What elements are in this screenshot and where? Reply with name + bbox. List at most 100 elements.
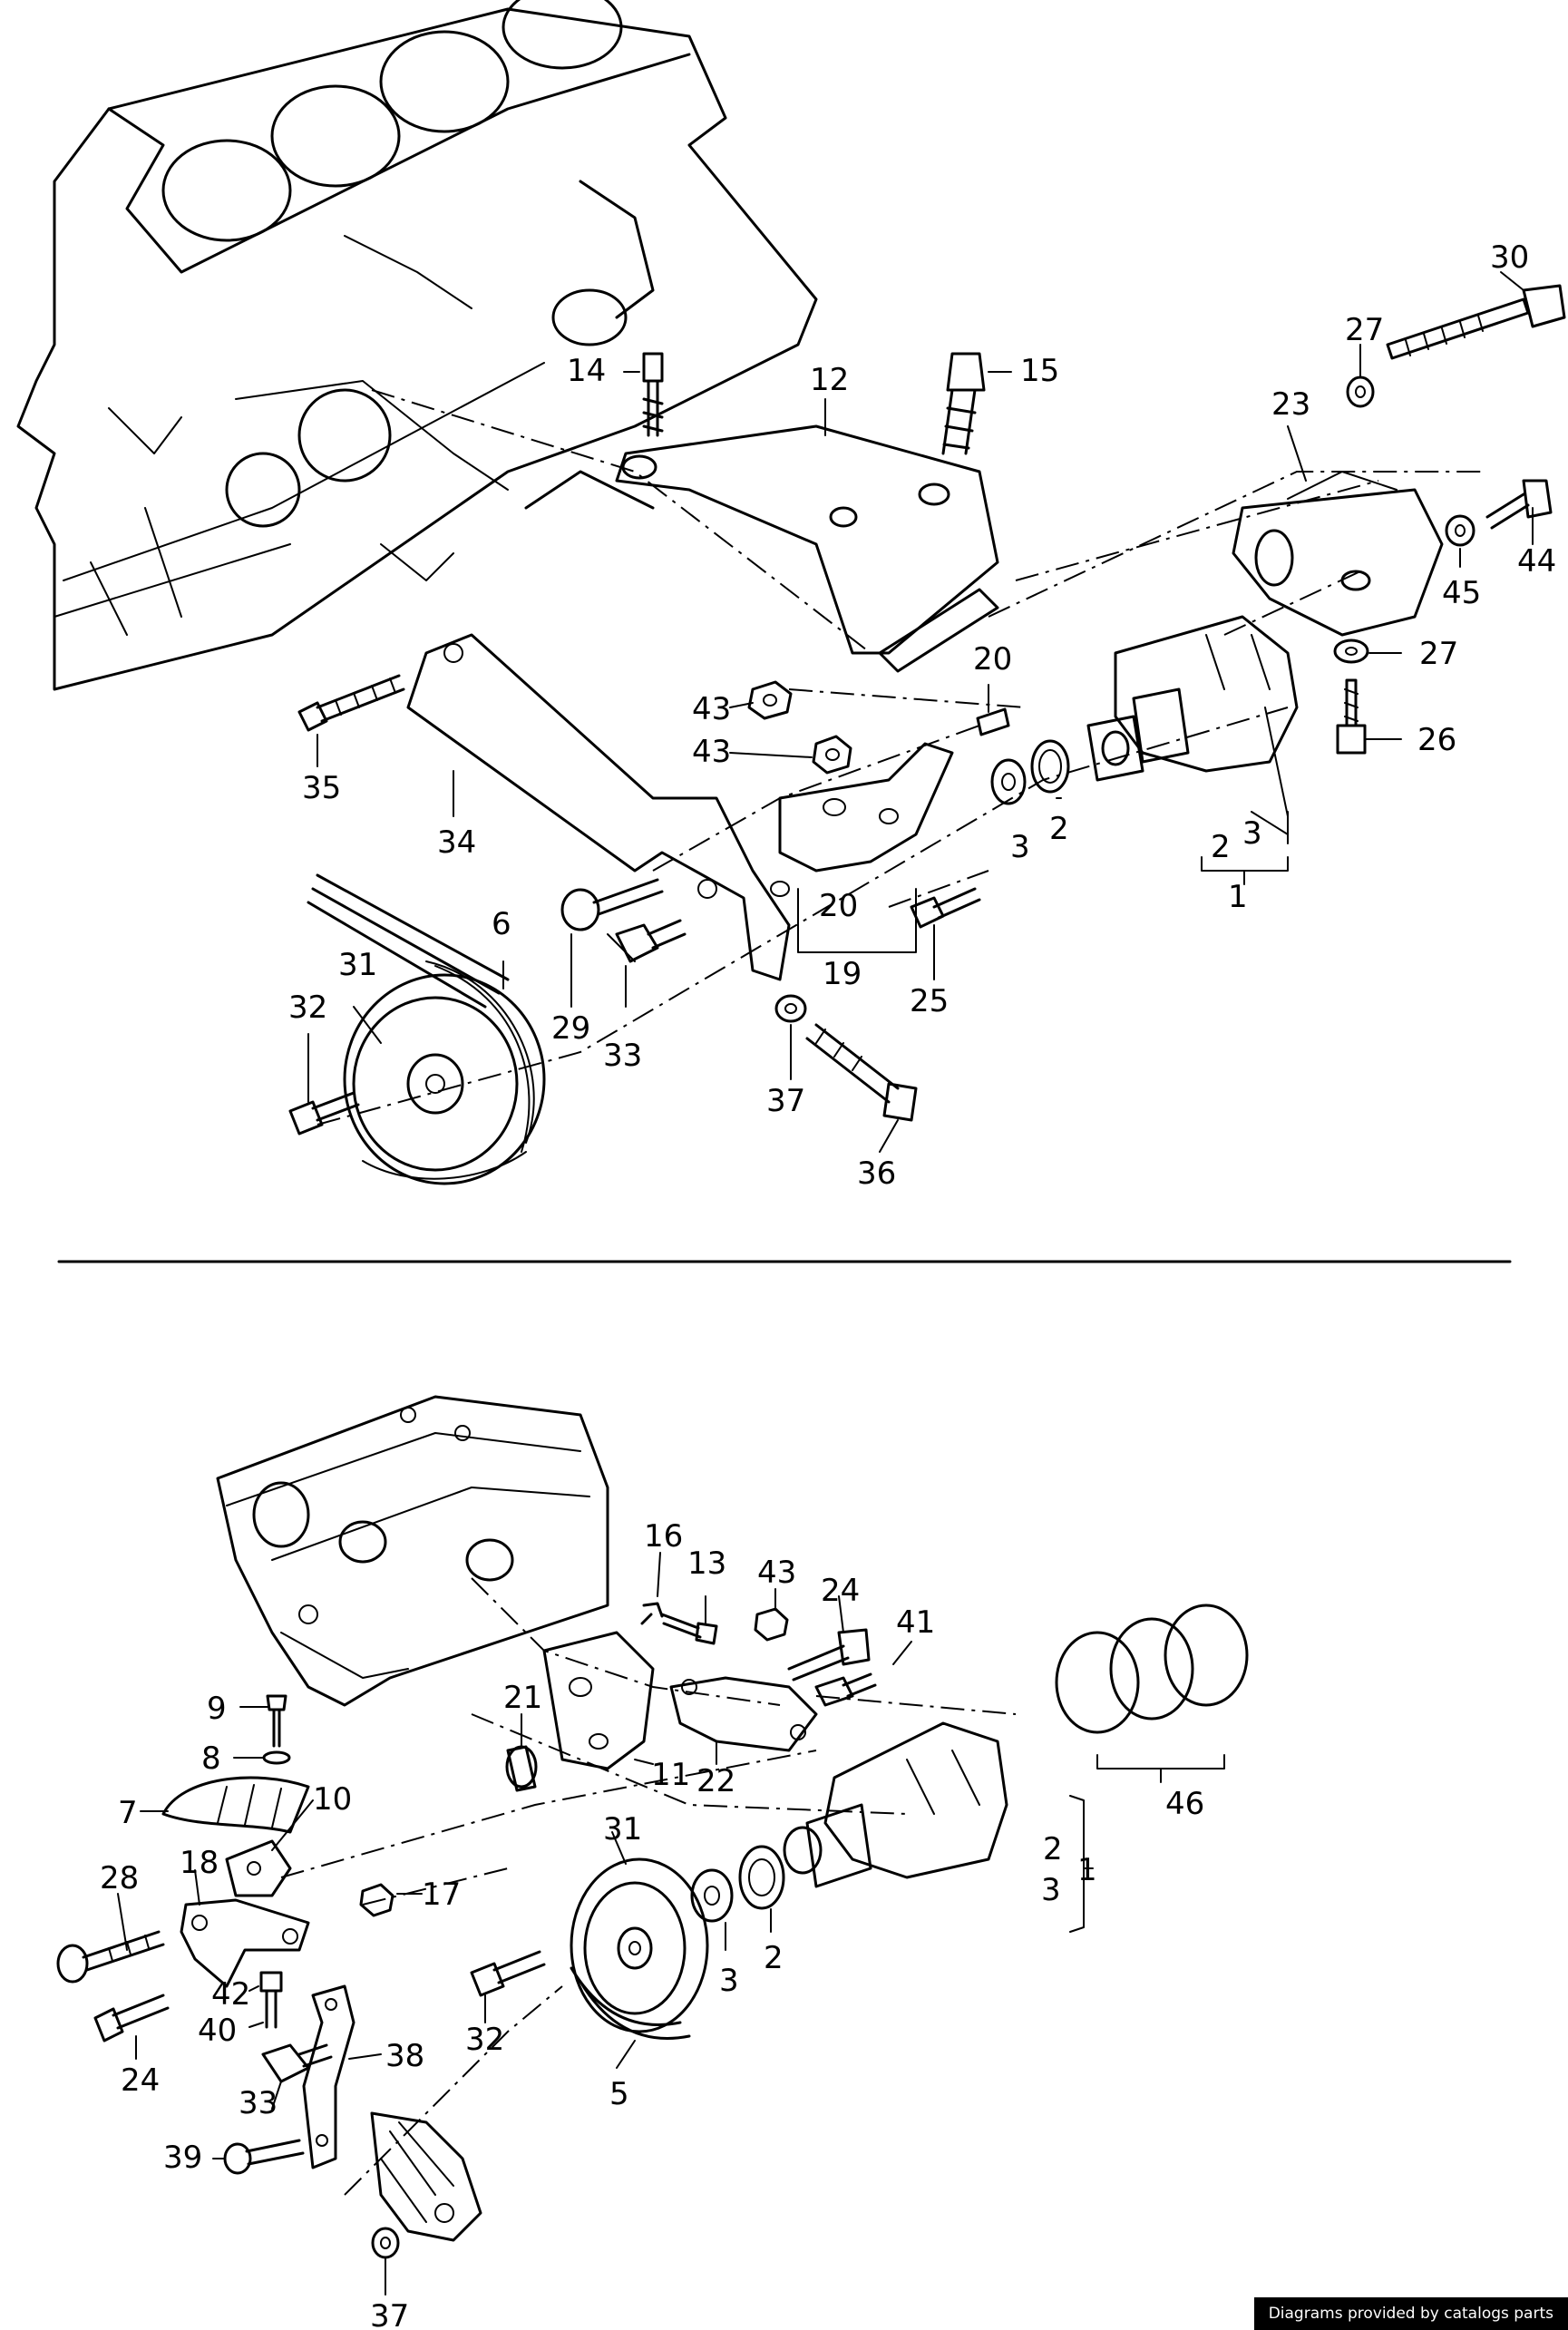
bottom-leaders [117, 1552, 912, 2296]
label-3-bottom: 3 [719, 1963, 739, 1999]
bottom-cylinder-head [216, 1395, 609, 1707]
nut-43-bottom [754, 1607, 789, 1642]
top-leaders [307, 271, 1534, 1153]
water-pump [370, 2111, 482, 2242]
label-2-bottom: 2 [764, 1940, 784, 1976]
bearing-3-top [990, 758, 1027, 805]
label-19: 19 [823, 956, 862, 992]
bolt-32-bottom [470, 1950, 546, 1997]
bracket-18 [180, 1898, 310, 1988]
label-24-lower: 24 [121, 2062, 160, 2099]
label-2-bracket: 2 [1211, 829, 1231, 865]
label-20-upper: 20 [973, 641, 1012, 678]
bracket-11 [542, 1631, 655, 1770]
plate-34 [406, 633, 791, 981]
bolt-41 [814, 1672, 877, 1707]
label-1-top: 1 [1228, 879, 1248, 915]
label-38: 38 [385, 2038, 424, 2074]
label-32-top: 32 [288, 990, 327, 1026]
label-27-top: 27 [1345, 312, 1384, 348]
label-35: 35 [302, 770, 341, 806]
top-centerlines [317, 389, 1487, 1126]
label-21: 21 [503, 1680, 542, 1716]
label-8: 8 [201, 1740, 221, 1777]
washer-45 [1445, 514, 1475, 547]
label-27-right: 27 [1419, 636, 1458, 672]
label-41: 41 [896, 1604, 935, 1641]
power-steering-pump-top [1086, 615, 1299, 782]
label-15: 15 [1020, 353, 1059, 389]
label-33-bottom: 33 [239, 2085, 278, 2121]
label-12: 12 [810, 362, 849, 398]
label-37-bottom: 37 [370, 2298, 409, 2330]
label-7: 7 [118, 1795, 138, 1831]
spacer-21 [505, 1745, 538, 1792]
label-3-bracket: 3 [1242, 815, 1262, 852]
bolt-24-lower [93, 1994, 170, 2042]
label-30: 30 [1490, 239, 1529, 276]
label-32-bottom: 32 [465, 2022, 504, 2058]
bolt-44 [1485, 479, 1553, 530]
label-22: 22 [696, 1763, 735, 1799]
bolt-29 [560, 878, 664, 931]
bolt-36 [805, 1023, 918, 1122]
label-26: 26 [1417, 722, 1456, 758]
bolt-13 [660, 1613, 718, 1645]
nut-43-b [812, 735, 852, 775]
bracket-12 [615, 424, 999, 673]
rings-46 [1055, 1604, 1249, 1783]
v-belt-5 [570, 1966, 691, 2040]
bolt-14 [642, 352, 664, 437]
label-31-top: 31 [338, 947, 377, 983]
bracket-10 [225, 1839, 292, 1897]
label-2-top: 2 [1049, 811, 1069, 847]
label-36: 36 [857, 1155, 896, 1192]
label-1-bottom: 1 [1077, 1852, 1097, 1888]
washer-27-right [1333, 639, 1369, 664]
bearing-3-bottom [690, 1868, 734, 1923]
bracket-lines-bottom [1069, 1795, 1094, 1933]
label-43-b: 43 [692, 734, 731, 770]
label-13: 13 [687, 1545, 726, 1582]
washer-37-top [774, 994, 807, 1023]
label-43-bottom: 43 [757, 1555, 796, 1591]
seal-2-top [1030, 739, 1070, 794]
label-17: 17 [422, 1877, 461, 1913]
v-belt-6 [307, 873, 535, 1153]
nut-17 [359, 1883, 394, 1917]
label-16: 16 [644, 1518, 683, 1555]
label-45: 45 [1442, 575, 1481, 611]
bolt-39 [223, 2139, 305, 2175]
label-3-bracket-bottom: 3 [1041, 1872, 1061, 1908]
label-39: 39 [163, 2140, 202, 2176]
clip-16 [640, 1602, 664, 1625]
seal-2-bottom [738, 1845, 785, 1910]
power-steering-pump-bottom [783, 1721, 1008, 1888]
label-28: 28 [100, 1860, 139, 1896]
label-25: 25 [910, 983, 949, 1019]
label-29: 29 [551, 1010, 590, 1047]
label-10: 10 [313, 1781, 352, 1818]
bolt-26 [1336, 678, 1367, 755]
label-24-upper: 24 [821, 1573, 860, 1609]
label-31-bottom: 31 [603, 1811, 642, 1847]
label-46: 46 [1165, 1786, 1204, 1822]
label-40: 40 [198, 2013, 237, 2049]
bracket-lines-top [797, 707, 1289, 953]
bolt-28 [56, 1930, 165, 1984]
label-37-top: 37 [766, 1083, 805, 1119]
bolt-25 [910, 887, 981, 929]
spacer-20 [976, 707, 1010, 736]
cover-7 [161, 1776, 310, 1834]
clip-8 [262, 1750, 291, 1765]
bolt-32-top [288, 1091, 360, 1136]
screw-9 [266, 1694, 287, 1748]
label-3-top: 3 [1010, 829, 1030, 865]
washer-27-top [1346, 375, 1375, 408]
label-9: 9 [207, 1691, 227, 1727]
label-20-lower: 20 [819, 888, 858, 924]
label-33-top: 33 [603, 1038, 642, 1074]
washer-37-bottom [371, 2227, 400, 2259]
bolt-33-top [607, 919, 687, 963]
